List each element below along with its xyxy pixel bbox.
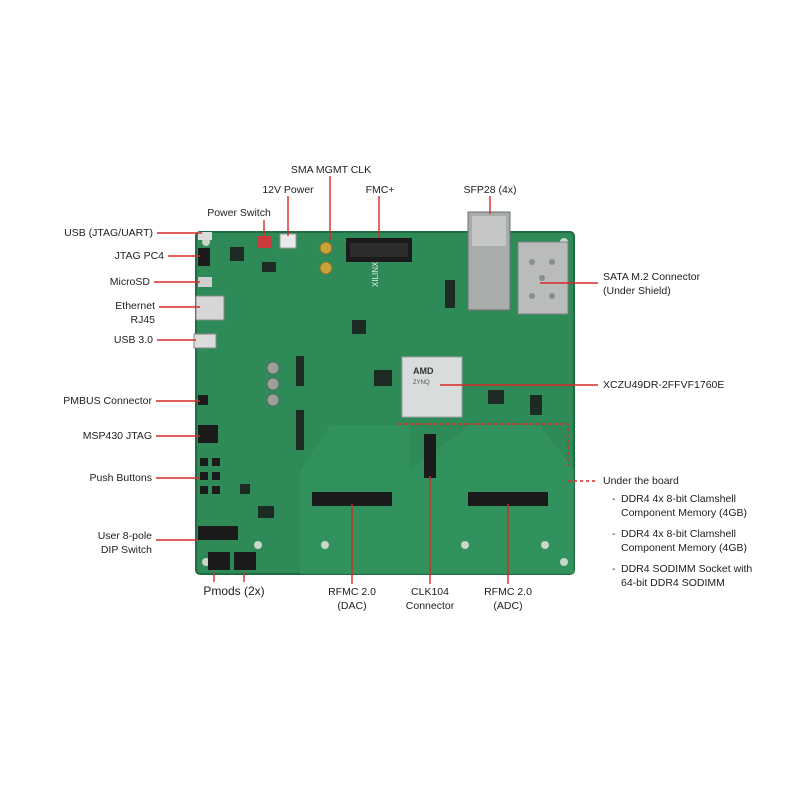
- label-sodimm: DDR4 SODIMM Socket with: [621, 563, 753, 575]
- label-sfp28: SFP28 (4x): [463, 184, 517, 196]
- bullet-sodimm: -: [612, 563, 616, 575]
- label-rfmc-dac: RFMC 2.0: [328, 586, 376, 598]
- fmc-connector-pins: [350, 243, 408, 257]
- sma-connector: [319, 261, 333, 275]
- clk104-connector: [424, 434, 436, 478]
- fpga-chip-brand: AMD: [413, 366, 434, 376]
- pmod-header: [208, 552, 230, 570]
- shield-hole: [529, 293, 535, 299]
- label-power-switch: Power Switch: [207, 207, 271, 219]
- capacitors: [266, 361, 280, 407]
- label-ddr4-b: DDR4 4x 8-bit Clamshell: [621, 528, 736, 540]
- misc-ics: [230, 247, 542, 518]
- sfp28-cage-top: [472, 216, 506, 246]
- label-rfmc-adc-line2: (ADC): [493, 600, 523, 612]
- under-board-outline: [398, 423, 569, 466]
- label-ethernet: Ethernet: [115, 300, 155, 312]
- bullet-ddr4-a: -: [612, 493, 616, 505]
- label-ddr4-a-line2: Component Memory (4GB): [621, 507, 748, 519]
- label-msp430-jtag: MSP430 JTAG: [82, 430, 152, 442]
- label-usb3: USB 3.0: [113, 334, 153, 346]
- mount-hole: [321, 541, 329, 549]
- label-usb-jtag-uart: USB (JTAG/UART): [64, 227, 153, 239]
- shield-hole: [539, 275, 545, 281]
- fpga-chip-family: ZYNQ: [413, 380, 430, 386]
- label-fpga-part: XCZU49DR-2FFVF1760E: [603, 379, 725, 391]
- msp430-jtag-header: [198, 425, 218, 443]
- label-sata-m2-line2: (Under Shield): [603, 285, 671, 297]
- rfmc-adc-connector: [468, 492, 548, 506]
- bullet-ddr4-b: -: [612, 528, 616, 540]
- mount-hole: [254, 541, 262, 549]
- label-clk104: CLK104: [411, 586, 449, 598]
- label-ddr4-a: DDR4 4x 8-bit Clamshell: [621, 493, 736, 505]
- label-clk104-line2: Connector: [405, 600, 455, 612]
- label-sata-m2: SATA M.2 Connector: [603, 271, 701, 283]
- label-dip-switch-line2: DIP Switch: [100, 544, 152, 556]
- usb3-connector: [193, 333, 217, 349]
- label-pmbus: PMBUS Connector: [63, 395, 152, 407]
- pmod-header: [234, 552, 256, 570]
- rfmc-dac-connector: [312, 492, 392, 506]
- usb-jtag-connector: [198, 232, 212, 240]
- mount-hole: [560, 558, 568, 566]
- label-sodimm-line2: 64-bit DDR4 SODIMM: [621, 577, 725, 589]
- label-sma-mgmt-clk: SMA MGMT CLK: [290, 164, 372, 176]
- leader-lines: [154, 176, 598, 584]
- label-microsd: MicroSD: [109, 276, 150, 288]
- dip-switch: [198, 526, 238, 540]
- mount-hole: [461, 541, 469, 549]
- shield-hole: [529, 259, 535, 265]
- power-jack: [279, 233, 297, 249]
- label-pmods: Pmods (2x): [203, 584, 265, 598]
- label-rfmc-adc: RFMC 2.0: [484, 586, 532, 598]
- label-jtag-pc4: JTAG PC4: [114, 250, 164, 262]
- label-push-buttons: Push Buttons: [89, 472, 152, 484]
- push-buttons: [200, 458, 220, 494]
- label-under-board: Under the board: [603, 475, 679, 487]
- pcb-lower-area: [300, 425, 574, 574]
- label-rfmc-dac-line2: (DAC): [337, 600, 367, 612]
- xilinx-silkscreen: XILINX: [371, 261, 380, 287]
- mount-hole: [541, 541, 549, 549]
- pmbus-connector: [198, 395, 208, 405]
- microsd-slot: [198, 277, 212, 287]
- shield-hole: [549, 259, 555, 265]
- fpga-chip: [401, 356, 463, 418]
- label-12v-power: 12V Power: [262, 184, 314, 196]
- sata-shield: [517, 241, 569, 315]
- label-ethernet-rj45: RJ45: [130, 314, 155, 326]
- label-fmc-plus: FMC+: [365, 184, 395, 196]
- jtag-pc4-header: [198, 248, 210, 266]
- label-ddr4-b-line2: Component Memory (4GB): [621, 542, 748, 554]
- ethernet-jack: [195, 295, 225, 321]
- sma-connector: [319, 241, 333, 255]
- label-dip-switch: User 8-pole: [97, 530, 152, 542]
- power-switch: [257, 236, 271, 248]
- shield-hole: [549, 293, 555, 299]
